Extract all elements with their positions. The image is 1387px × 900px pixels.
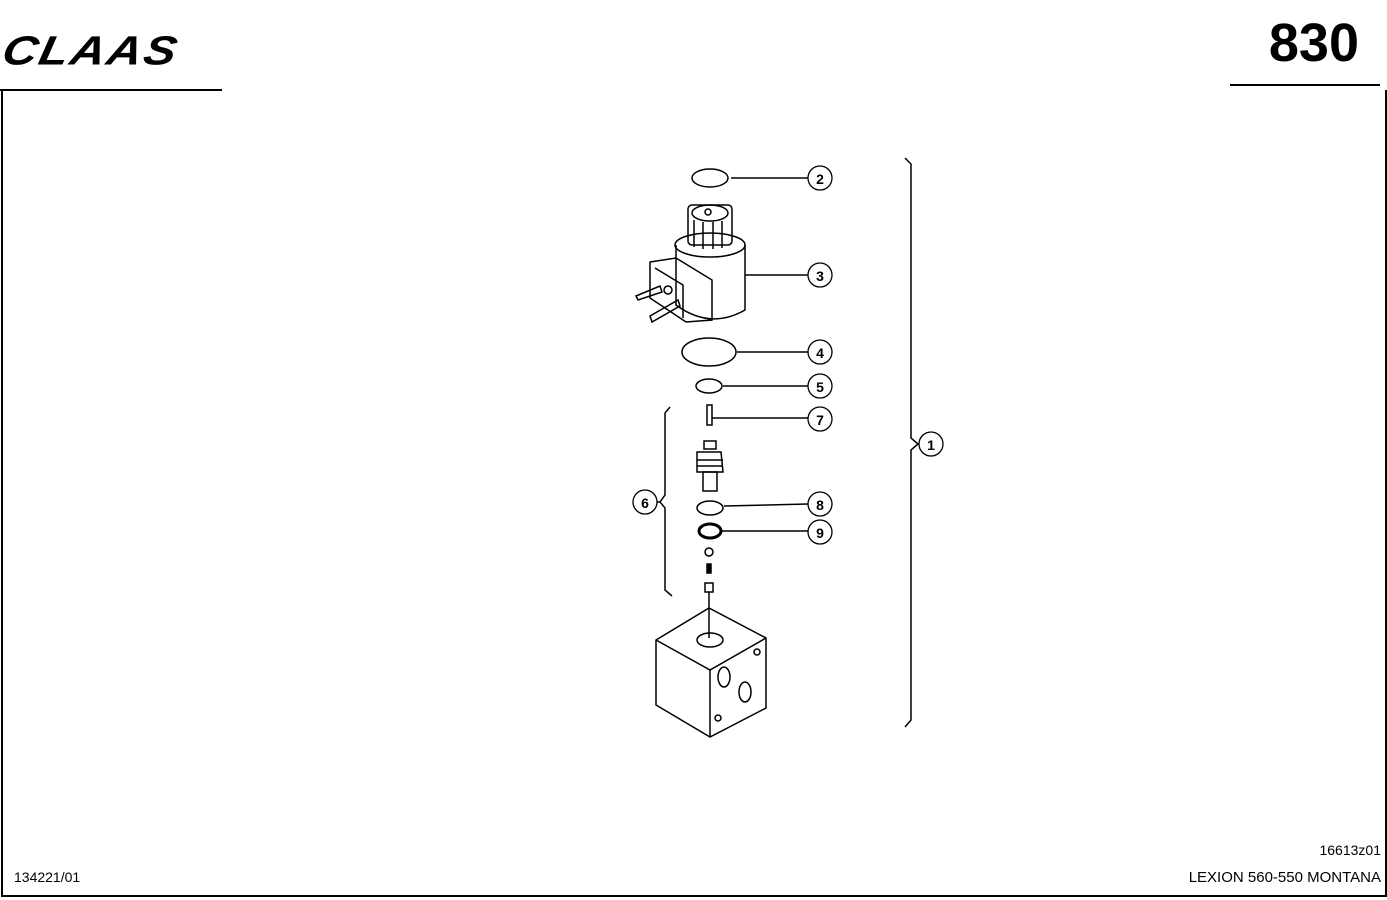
part-spring xyxy=(706,563,712,574)
callout-6: 6 xyxy=(632,489,658,515)
callout-5: 5 xyxy=(807,373,833,399)
svg-text:8: 8 xyxy=(816,497,824,513)
callout-1: 1 xyxy=(918,431,944,457)
svg-text:7: 7 xyxy=(816,412,824,428)
part-oring-4 xyxy=(681,337,737,367)
part-valve-block xyxy=(655,607,767,738)
svg-text:6: 6 xyxy=(641,495,649,511)
model-name: LEXION 560-550 MONTANA xyxy=(1188,869,1381,886)
part-oring-8 xyxy=(696,500,724,516)
callout-4: 4 xyxy=(807,339,833,365)
svg-text:4: 4 xyxy=(816,345,824,361)
svg-text:9: 9 xyxy=(816,525,824,541)
callout-8: 8 xyxy=(807,491,833,517)
part-backup-ring-9 xyxy=(697,522,723,540)
part-solenoid-coil-3 xyxy=(634,204,746,324)
bracket-assembly-1 xyxy=(904,157,920,728)
part-ball xyxy=(704,547,714,557)
svg-text:1: 1 xyxy=(927,437,935,453)
callout-3: 3 xyxy=(807,262,833,288)
callout-2: 2 xyxy=(807,165,833,191)
svg-text:5: 5 xyxy=(816,379,824,395)
page-number: 830 xyxy=(1268,13,1359,73)
part-oring-2 xyxy=(691,168,729,188)
part-cartridge-valve xyxy=(696,440,724,492)
part-pin-7 xyxy=(706,404,713,426)
callout-7: 7 xyxy=(807,406,833,432)
part-oring-5 xyxy=(695,378,723,394)
svg-text:2: 2 xyxy=(816,171,824,187)
svg-text:3: 3 xyxy=(816,268,824,284)
bracket-assembly-6 xyxy=(659,406,673,597)
callout-9: 9 xyxy=(807,519,833,545)
page-frame xyxy=(1,90,1387,897)
part-seat xyxy=(704,582,714,593)
logo-divider xyxy=(0,89,222,91)
drawing-number: 16613z01 xyxy=(1319,842,1381,858)
document-number: 134221/01 xyxy=(14,869,81,885)
page-number-divider xyxy=(1230,84,1380,86)
